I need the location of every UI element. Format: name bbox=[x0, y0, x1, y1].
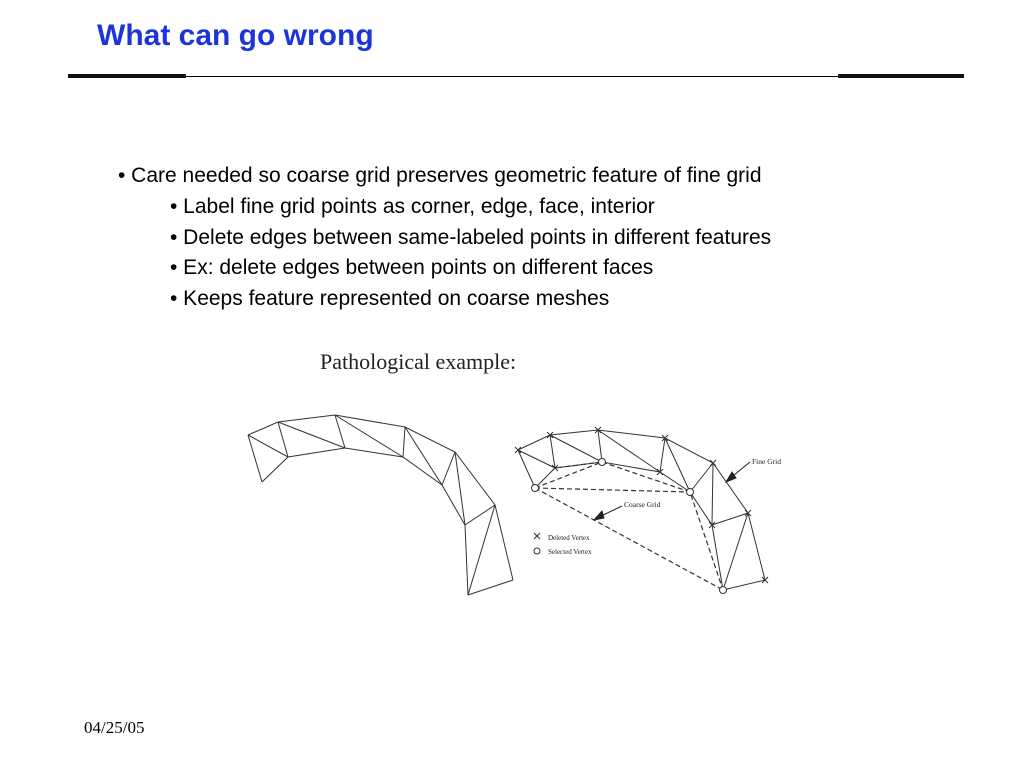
title-underline bbox=[68, 76, 964, 77]
fine-grid-mesh-right bbox=[517, 429, 766, 591]
figure-heading: Pathological example: bbox=[320, 349, 516, 374]
deleted-vertex-legend-icon bbox=[533, 532, 541, 540]
selected-vertex-legend-icon bbox=[533, 547, 541, 555]
legend-deleted-vertex: Deleted Vertex bbox=[548, 534, 590, 542]
legend-selected-vertex: Selected Vertex bbox=[548, 548, 592, 556]
bullet-subitem: • Label fine grid points as corner, edge… bbox=[170, 195, 655, 218]
coarse-grid-label: Coarse Grid bbox=[624, 500, 661, 509]
fine-grid-mesh-left bbox=[247, 414, 514, 596]
bullet-item: • Care needed so coarse grid preserves g… bbox=[118, 164, 762, 187]
title-underline-right-bar bbox=[838, 74, 964, 78]
coarse-grid-edges bbox=[534, 461, 724, 591]
bullet-subitem: • Delete edges between same-labeled poin… bbox=[170, 226, 772, 249]
slide-title: What can go wrong bbox=[97, 19, 374, 52]
annotation-arrows bbox=[592, 461, 751, 521]
mesh-diagram: Pathological example: bbox=[247, 349, 781, 596]
bullet-subitem: • Keeps feature represented on coarse me… bbox=[170, 287, 610, 310]
selected-vertex-marks bbox=[531, 458, 727, 594]
deleted-vertex-marks bbox=[514, 426, 769, 584]
footer-date: 04/25/05 bbox=[84, 718, 145, 737]
title-underline-left-bar bbox=[68, 74, 186, 78]
bullet-subitem: • Ex: delete edges between points on dif… bbox=[170, 256, 654, 279]
legend: Deleted Vertex Selected Vertex bbox=[533, 532, 592, 556]
pathological-example-figure: Pathological example: bbox=[240, 340, 800, 610]
fine-grid-label: Fine Grid bbox=[752, 457, 781, 466]
